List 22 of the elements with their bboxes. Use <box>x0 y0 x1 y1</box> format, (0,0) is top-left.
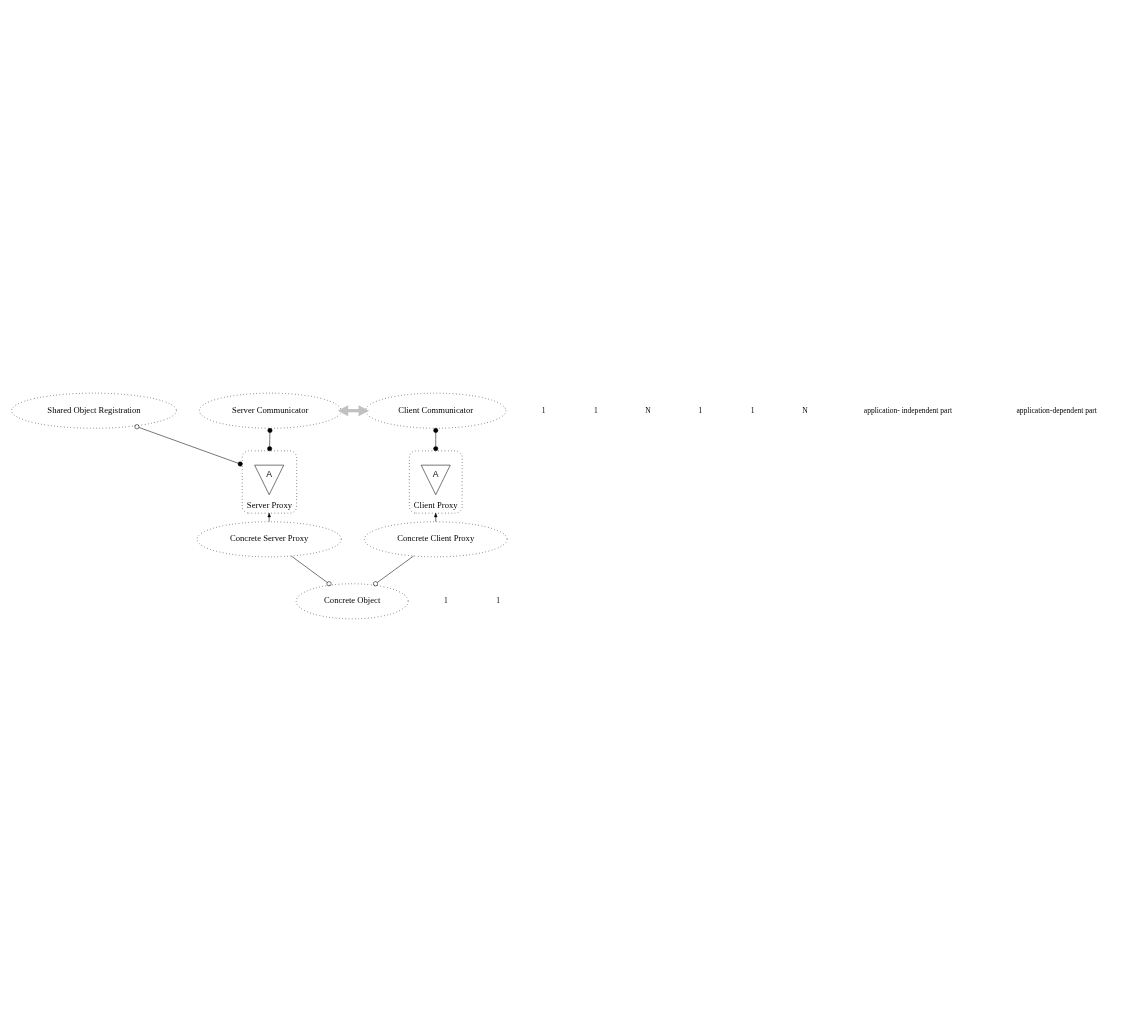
label: 1 <box>698 405 703 415</box>
connector <box>290 555 332 587</box>
connector <box>134 424 243 467</box>
label: application-dependent part <box>1016 405 1097 415</box>
label: 1 <box>444 596 448 606</box>
node-ellipse: Concrete Client Proxy <box>363 521 508 558</box>
label: application- independent part <box>863 405 953 415</box>
arrow <box>267 512 271 522</box>
node-ellipse: Concrete Server Proxy <box>196 521 342 558</box>
connector <box>433 428 439 452</box>
arrow <box>337 405 370 417</box>
label: 1 <box>496 596 501 606</box>
label: 1 <box>541 405 546 415</box>
node-ellipse: Server Communicator <box>198 392 342 429</box>
label: 1 <box>593 405 598 415</box>
connector <box>267 428 273 452</box>
node-ellipse: Client Communicator <box>365 392 507 429</box>
label: 1 <box>750 405 755 415</box>
arrow <box>434 512 438 522</box>
label: N <box>802 405 808 415</box>
label: N <box>645 405 651 415</box>
connector <box>373 555 414 587</box>
